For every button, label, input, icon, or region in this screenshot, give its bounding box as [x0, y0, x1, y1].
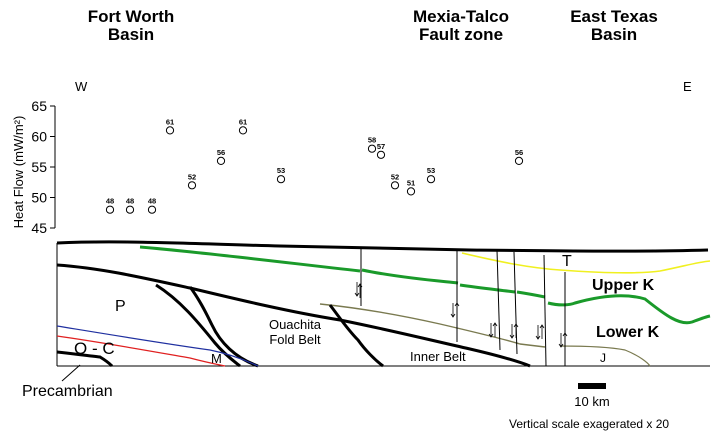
precambrian-pointer: [61, 364, 81, 382]
title-mexia-talco-line1: Mexia-Talco: [413, 7, 509, 26]
fault-arrow-5: [535, 324, 545, 340]
heat-flow-point-label: 52: [188, 172, 196, 181]
heat-flow-point: [406, 187, 416, 196]
y-tick-label: 50: [31, 190, 47, 206]
heat-flow-point-label: 48: [126, 197, 134, 206]
heat-flow-point-label: 52: [391, 172, 399, 181]
label-t: T: [562, 253, 572, 270]
heat-flow-point: [165, 126, 175, 135]
label-j: J: [600, 351, 606, 365]
vertical-scale-note: Vertical scale exagerated x 20: [509, 417, 669, 431]
compass-west: W: [75, 79, 88, 94]
thrust-fault-1: [155, 283, 241, 368]
heat-flow-point-label: 61: [166, 117, 174, 126]
normal-fault-5: [543, 254, 547, 367]
fault-arrow-4: [509, 323, 519, 339]
basement-line: [56, 350, 114, 368]
red-horizon: [56, 335, 226, 367]
green-horizon: [139, 245, 711, 325]
title-east-texas-line1: East Texas: [570, 7, 658, 26]
heat-flow-point-label: 51: [407, 178, 415, 187]
thrust-fault-2: [188, 286, 259, 368]
title-mexia-talco-line2: Fault zone: [419, 25, 503, 44]
y-tick-label: 55: [31, 159, 47, 175]
surface-line: [56, 240, 709, 253]
label-o-c: O - C: [74, 339, 115, 358]
heat-flow-point: [105, 205, 115, 214]
title-fort-worth-line2: Basin: [108, 25, 154, 44]
thrust-fault-3: [328, 304, 384, 368]
heat-flow-point: [514, 156, 524, 165]
olive-horizon-lower: [559, 345, 651, 367]
label-ouachita-line1: Ouachita: [269, 317, 322, 332]
compass-east: E: [683, 79, 692, 94]
heat-flow-point-label: 57: [377, 142, 385, 151]
heat-flow-point: [147, 205, 157, 214]
label-m: M: [211, 351, 222, 366]
title-fort-worth-line1: Fort Worth: [88, 7, 175, 26]
heat-flow-point-label: 61: [239, 117, 247, 126]
fault-arrow-3: [488, 322, 498, 338]
heat-flow-point-label: 56: [217, 148, 225, 157]
heat-flow-point: [426, 175, 436, 184]
fault-arrow-2: [450, 302, 460, 318]
main-thrust-line: [56, 263, 531, 368]
scale-bar: [578, 383, 606, 389]
title-east-texas-line2: Basin: [591, 25, 637, 44]
heat-flow-point-label: 56: [515, 148, 523, 157]
label-p: P: [115, 298, 126, 315]
scale-bar-label: 10 km: [574, 394, 609, 409]
heat-flow-point-label: 48: [106, 197, 114, 206]
heat-flow-point: [376, 150, 386, 159]
cross-section: [56, 240, 711, 382]
heat-flow-point-label: 53: [427, 166, 435, 175]
fault-arrow-1: [354, 282, 363, 298]
fault-arrows: [354, 282, 568, 348]
heat-flow-point-label: 53: [277, 166, 285, 175]
heat-flow-point-label: 58: [368, 136, 376, 145]
blue-horizon: [56, 325, 259, 367]
normal-fault-4: [513, 251, 518, 355]
olive-horizon-upper: [319, 303, 546, 348]
heat-flow-point-label: 48: [148, 197, 156, 206]
heat-flow-point: [125, 205, 135, 214]
label-ouachita-line2: Fold Belt: [269, 332, 321, 347]
y-tick-label: 45: [31, 220, 47, 236]
label-inner-belt: Inner Belt: [410, 349, 466, 364]
label-precambrian: Precambrian: [22, 383, 113, 400]
normal-fault-3: [496, 249, 501, 351]
fault-arrow-6: [558, 332, 568, 348]
heat-flow-point: [390, 181, 400, 190]
y-tick-label: 65: [31, 98, 47, 114]
heat-flow-point: [276, 175, 286, 184]
label-upper-k: Upper K: [592, 277, 655, 294]
y-axis-ticks: 65 60 55 50 45: [31, 98, 55, 236]
heat-flow-point: [216, 156, 226, 165]
y-tick-label: 60: [31, 129, 47, 145]
y-axis-label: Heat Flow (mW/m²): [11, 116, 26, 229]
heat-flow-point: [187, 181, 197, 190]
label-lower-k: Lower K: [596, 324, 660, 341]
yellow-horizon: [461, 252, 711, 274]
heat-flow-point: [238, 126, 248, 135]
heat-flow-point: [367, 144, 377, 153]
